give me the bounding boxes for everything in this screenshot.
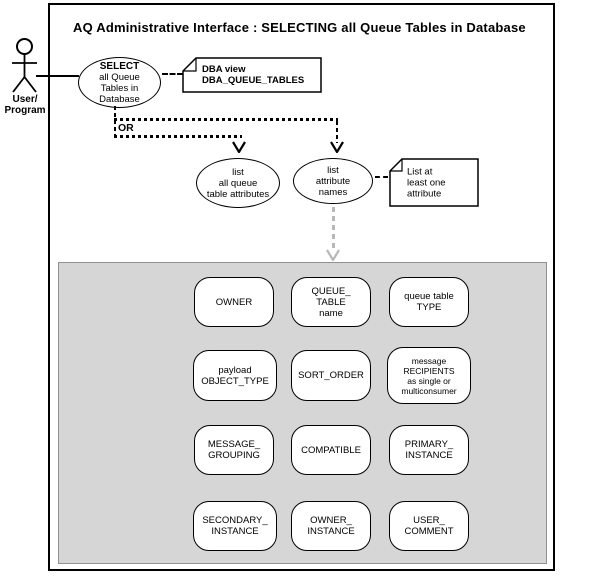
select-queue-tables-ellipse: SELECT all Queue Tables in Database (78, 57, 161, 108)
attribute-payload-object-type: payload OBJECT_TYPE (193, 350, 277, 401)
attribute-queue-table-name: QUEUE_ TABLE name (291, 277, 371, 327)
right-branch-drop-line (336, 121, 338, 143)
actor-connector-line (36, 75, 79, 77)
diagram-title: AQ Administrative Interface : SELECTING … (73, 20, 526, 35)
arrow-down-gray-icon (326, 249, 340, 261)
user-actor-icon (12, 38, 37, 93)
attribute-sort-order: SORT_ORDER (291, 350, 371, 401)
or-branch-top-line (114, 118, 338, 121)
attributes-drop-line (332, 207, 335, 249)
dba-note-connector (162, 73, 183, 75)
select-ellipse-title: SELECT (99, 60, 140, 72)
or-branch-bottom-line (114, 135, 242, 138)
select-branch-line (114, 106, 116, 137)
or-label: OR (117, 122, 135, 134)
note-shape (182, 57, 322, 93)
attribute-recipients: message RECIPIENTS as single or multicon… (387, 347, 471, 404)
least-one-attribute-text: List at least one attribute (407, 166, 446, 199)
attribute-user-comment: USER_ COMMENT (389, 501, 469, 551)
attribute-primary-instance: PRIMARY_ INSTANCE (389, 425, 469, 475)
arrow-down-right-icon (330, 141, 344, 153)
attribute-queue-table-type: queue table TYPE (389, 277, 469, 327)
dba-note-text: DBA view DBA_QUEUE_TABLES (202, 64, 305, 86)
list-attribute-names-text: list attribute names (315, 164, 351, 198)
select-ellipse-body: all Queue Tables in Database (99, 71, 140, 105)
attribute-secondary-instance: SECONDARY_ INSTANCE (193, 501, 277, 551)
attribute-compatible: COMPATIBLE (291, 425, 371, 475)
list-all-attributes-text: list all queue table attributes (206, 166, 270, 200)
dba-view-note: DBA view DBA_QUEUE_TABLES (182, 57, 322, 93)
user-actor-label: User/ Program (4, 94, 46, 116)
list-attribute-names-ellipse: list attribute names (293, 158, 373, 204)
note-shape (389, 158, 479, 207)
arrow-down-left-icon (232, 141, 246, 153)
list-all-attributes-ellipse: list all queue table attributes (196, 158, 280, 208)
attribute-message-grouping: MESSAGE_ GROUPING (194, 425, 274, 475)
attribute-owner: OWNER (194, 277, 274, 327)
attribute-note-connector (375, 176, 388, 178)
least-one-attribute-note: List at least one attribute (389, 158, 479, 207)
attribute-owner-instance: OWNER_ INSTANCE (291, 501, 371, 551)
